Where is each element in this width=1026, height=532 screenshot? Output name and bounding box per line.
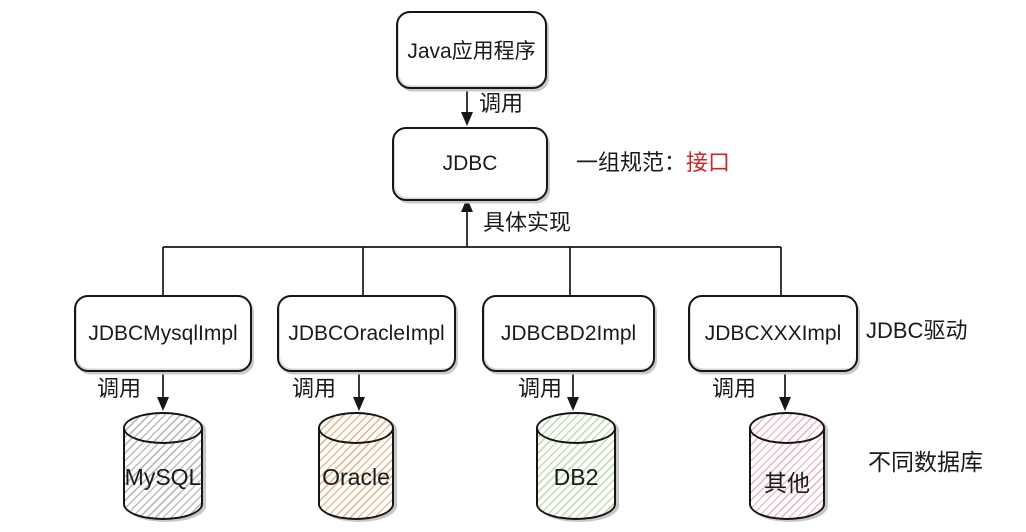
cylinder-top-ellipse xyxy=(123,412,203,444)
node-jdbc: JDBC xyxy=(392,127,548,201)
node-jdbc-mysql-impl: JDBCMysqlImpl xyxy=(74,295,252,372)
edge-label-call-top: 调用 xyxy=(479,91,524,116)
database-cylinder-db2: DB2 xyxy=(536,412,616,520)
node-jdbc-xxx-impl: JDBCXXXImpl xyxy=(688,295,858,372)
database-cylinder-mysql: MySQL xyxy=(123,412,203,520)
database-label-mysql: MySQL xyxy=(124,464,202,490)
node-jdbc-label: JDBC xyxy=(442,152,498,175)
cylinder-top-ellipse xyxy=(536,412,616,444)
node-jdbc-bd2-impl-label: JDBCBD2Impl xyxy=(500,321,637,345)
annotation-jdbc-driver: JDBC驱动 xyxy=(866,318,968,343)
edge-label-concrete-impl: 具体实现 xyxy=(483,210,572,235)
cylinder-top-ellipse xyxy=(749,412,825,444)
edge-label-call-oracle: 调用 xyxy=(292,376,337,401)
edge-label-call-db2: 调用 xyxy=(518,376,563,401)
annotation-different-databases: 不同数据库 xyxy=(868,449,983,475)
arrowhead-db2 xyxy=(567,397,579,411)
edge-label-call-mysql: 调用 xyxy=(97,376,142,401)
annotation-spec: 一组规范：接口 xyxy=(576,150,731,175)
annotation-spec-highlight: 接口 xyxy=(686,150,731,175)
annotation-spec-prefix: 一组规范： xyxy=(576,150,687,175)
database-cylinder-oracle: Oracle xyxy=(318,412,394,520)
cylinder-body xyxy=(318,428,394,520)
cylinder-top-ellipse xyxy=(318,412,394,444)
arrowhead-db1 xyxy=(353,397,365,411)
database-label-oracle: Oracle xyxy=(322,464,390,490)
node-jdbc-oracle-impl-label: JDBCOracleImpl xyxy=(288,321,445,345)
database-label-other: 其他 xyxy=(764,470,810,496)
arrowhead-db3 xyxy=(779,397,791,411)
database-label-db2: DB2 xyxy=(553,464,599,490)
node-java-application: Java应用程序 xyxy=(396,11,547,89)
node-java-application-label: Java应用程序 xyxy=(407,40,536,63)
node-jdbc-oracle-impl: JDBCOracleImpl xyxy=(277,295,456,372)
edge-label-call-other: 调用 xyxy=(712,376,757,401)
node-jdbc-xxx-impl-label: JDBCXXXImpl xyxy=(704,321,842,345)
database-cylinder-other: 其他 xyxy=(749,412,825,520)
arrowhead-down-jdbc xyxy=(461,112,473,126)
node-jdbc-bd2-impl: JDBCBD2Impl xyxy=(482,295,655,372)
node-jdbc-mysql-impl-label: JDBCMysqlImpl xyxy=(88,321,238,345)
arrowhead-db0 xyxy=(157,397,169,411)
